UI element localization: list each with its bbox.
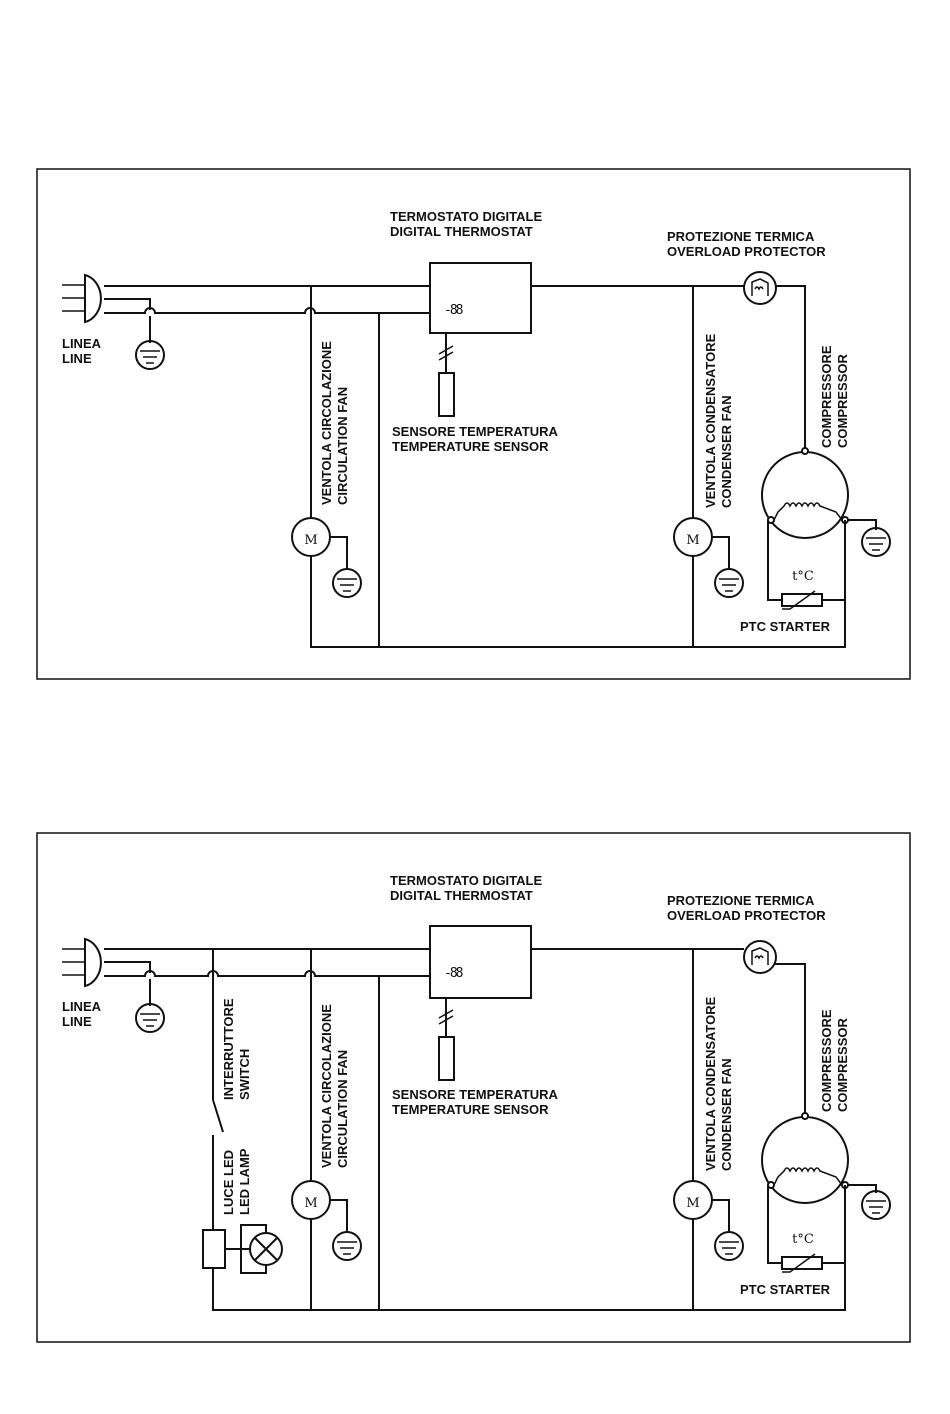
diagram-2: LINEA LINE INTERRUTTORE SWITCH LUCE LED … [36, 832, 911, 1343]
diagram-2-frame [36, 832, 911, 1343]
ptc-starter-icon [767, 520, 846, 610]
condenser-fan-motor-label: M [686, 1196, 699, 1211]
ptc-starter-icon [767, 1185, 846, 1273]
sensor-label-en: TEMPERATURE SENSOR [392, 1102, 549, 1117]
sensor-label-en: TEMPERATURE SENSOR [392, 439, 549, 454]
condenser-fan-motor-label: M [686, 533, 699, 548]
line-label-it: LINEA [62, 336, 102, 351]
compressor-label-it: COMPRESSORE [819, 1009, 834, 1112]
diagram-1: LINEA LINE -88 TERMOSTATO DIGITALE DIGIT… [36, 168, 911, 680]
thermostat-box [429, 262, 532, 334]
compressor-icon [761, 447, 891, 557]
circulation-fan-label-it: VENTOLA CIRCOLAZIONE [319, 1004, 334, 1168]
circulation-fan-label-it: VENTOLA CIRCOLAZIONE [319, 341, 334, 505]
thermostat-label-it: TERMOSTATO DIGITALE [390, 873, 542, 888]
diagram-1-frame [36, 168, 911, 680]
circulation-fan-motor-icon: M [291, 517, 362, 598]
sensor-label-it: SENSORE TEMPERATURA [392, 1087, 558, 1102]
condenser-fan-motor-icon: M [673, 517, 744, 598]
circulation-fan-motor-icon: M [291, 1180, 362, 1261]
thermostat-label-it: TERMOSTATO DIGITALE [390, 209, 542, 224]
ptc-starter-label: PTC STARTER [740, 1282, 831, 1297]
main-wiring [104, 948, 846, 1311]
condenser-fan-motor-icon: M [673, 1180, 744, 1261]
overload-protector-icon [743, 271, 777, 305]
plug-icon [62, 273, 102, 324]
condenser-fan-label-it: VENTOLA CONDENSATORE [703, 996, 718, 1171]
lamp-label-it: LUCE LED [221, 1150, 236, 1215]
plug-icon [62, 937, 102, 988]
protector-label-it: PROTEZIONE TERMICA [667, 893, 815, 908]
temperature-sensor-icon [438, 333, 455, 417]
ptc-starter-label: PTC STARTER [740, 619, 831, 634]
protector-label-it: PROTEZIONE TERMICA [667, 229, 815, 244]
ptc-temperature-label: t°C [792, 569, 814, 584]
circulation-fan-label-en: CIRCULATION FAN [335, 387, 350, 505]
condenser-fan-label-en: CONDENSER FAN [719, 395, 734, 508]
led-lamp-icon [202, 1224, 283, 1274]
line-label-it: LINEA [62, 999, 102, 1014]
thermostat-display: -88 [444, 303, 463, 318]
protector-label-en: OVERLOAD PROTECTOR [667, 908, 826, 923]
compressor-label-en: COMPRESSOR [835, 353, 850, 448]
thermostat-label-en: DIGITAL THERMOSTAT [390, 224, 533, 239]
condenser-fan-label-en: CONDENSER FAN [719, 1058, 734, 1171]
circulation-fan-motor-label: M [304, 1196, 317, 1211]
circulation-fan-label-en: CIRCULATION FAN [335, 1050, 350, 1168]
temperature-sensor-icon [438, 998, 455, 1081]
thermostat-display: -88 [444, 966, 463, 981]
ground-icon [135, 340, 165, 370]
overload-protector-icon [743, 940, 777, 974]
thermostat-label-en: DIGITAL THERMOSTAT [390, 888, 533, 903]
line-label-en: LINE [62, 351, 92, 366]
switch-label-it: INTERRUTTORE [221, 998, 236, 1100]
line-label-en: LINE [62, 1014, 92, 1029]
ptc-temperature-label: t°C [792, 1232, 814, 1247]
compressor-icon [761, 1112, 891, 1220]
circulation-fan-motor-label: M [304, 533, 317, 548]
sensor-label-it: SENSORE TEMPERATURA [392, 424, 558, 439]
compressor-label-en: COMPRESSOR [835, 1017, 850, 1112]
lamp-label-en: LED LAMP [237, 1148, 252, 1215]
ground-icon [135, 1003, 165, 1033]
compressor-label-it: COMPRESSORE [819, 345, 834, 448]
condenser-fan-label-it: VENTOLA CONDENSATORE [703, 333, 718, 508]
switch-label-en: SWITCH [237, 1049, 252, 1100]
protector-label-en: OVERLOAD PROTECTOR [667, 244, 826, 259]
thermostat-box [429, 925, 532, 999]
switch-icon [212, 1099, 224, 1133]
